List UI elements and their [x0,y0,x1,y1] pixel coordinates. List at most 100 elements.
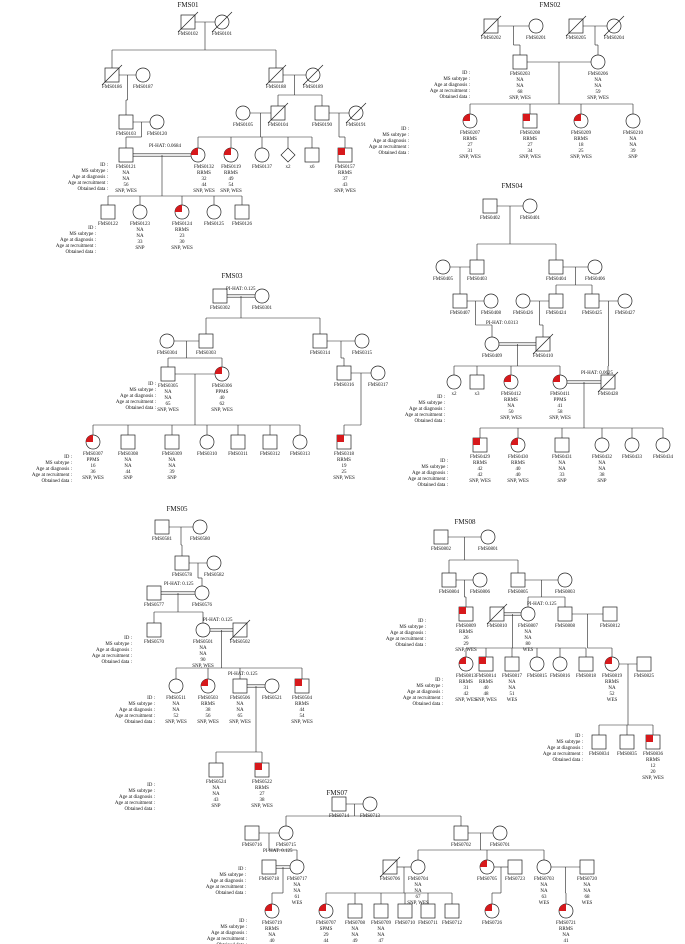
obtained-data: SNP, WES [587,96,609,101]
age-at-diagnosis: NA [236,708,244,713]
person-id: FMS0719 [262,921,283,926]
ms-subtype: NA [629,137,637,142]
legend-label: Obtained data : [215,891,246,896]
age-at-recruitment: 54 [229,183,235,188]
deceased-slash [229,619,251,641]
person-FMS0105 [235,105,251,121]
person-id: FMS0703 [534,877,555,882]
obtained-data: SNP [211,804,220,809]
person-id: FMS0427 [615,311,636,316]
obtained-data: SNP, WES [211,408,233,413]
legend-label: Age at diagnosis : [409,407,445,412]
ms-subtype: NA [516,78,524,83]
age-at-recruitment: 50 [509,410,515,415]
person-id: FMS0817 [502,674,523,679]
male-symbol [619,734,635,750]
person-id: FMS0402 [480,216,501,221]
person-FMS0427 [617,293,633,309]
ms-subtype: NA [594,78,602,83]
person-FMS0836 [645,734,661,750]
obtained-data: SNP, WES [500,416,522,421]
legend-label: Obtained data : [65,250,96,255]
female-symbol [536,859,552,875]
ms-subtype: RRMS [473,461,487,466]
person-FMS0710 [397,903,413,919]
female-symbol [235,105,251,121]
legend-label: ID : [124,636,132,641]
male-symbol [262,434,278,450]
obtained-data: SNP, WES [455,648,477,653]
legend-label: ID : [100,163,108,168]
person-FMS0301 [254,288,270,304]
age-at-diagnosis: 40 [484,686,490,691]
family-title: FMS08 [454,518,476,526]
age-at-recruitment: 42 [478,473,484,478]
pi-hat-label: PI-HAT: 0.125 [527,602,557,607]
legend-label: MS subtype : [443,77,470,82]
person-id: FMS0317 [368,383,389,388]
female-symbol [617,293,633,309]
legend-label: Age at diagnosis : [119,708,155,713]
legend-label: Obtained data : [552,758,583,763]
person-FMS0208 [522,113,538,129]
female-symbol [594,437,610,453]
affected-quadrant [511,438,518,445]
person-id: FMS0706 [380,877,401,882]
deceased-slash [177,11,199,33]
person-id: FMS0814 [476,674,497,679]
obtained-data: WES [507,698,518,703]
person-FMS0411 [552,374,568,390]
person-id: FMS0431 [552,455,573,460]
ms-subtype: RRMS [337,458,351,463]
person-id: FMS0705 [477,877,498,882]
age-at-diagnosis: 19 [342,464,348,469]
male-symbol [602,606,618,622]
person-id: FMS0101 [212,32,233,37]
person-id: FMS0304 [157,351,178,356]
legend-label: ID : [418,619,426,624]
obtained-data: SNP, WES [193,189,215,194]
person-id: FMS0711 [418,921,438,926]
age-at-recruitment: 43 [214,798,220,803]
person-id: FMS0816 [550,674,571,679]
person-FMS0815 [529,656,545,672]
legend-label: Age at recruitment : [543,752,583,757]
male-symbol [160,366,176,382]
ms-subtype: NA [351,927,359,932]
legend-label: Age at diagnosis : [547,746,583,751]
person-id: FMS0126 [232,222,253,227]
deceased-slash [480,15,502,37]
affected-quadrant [459,657,466,664]
person-id: FMS0834 [589,752,610,757]
person-id: FMS0303 [196,351,217,356]
affected-quadrant [338,148,345,155]
male-symbol [164,434,180,450]
female-symbol [199,434,215,450]
affected-quadrant [224,148,231,155]
male-symbol [312,333,328,349]
male-symbol [510,572,526,588]
person-FMS0804 [441,572,457,588]
pi-hat-label: PI-HAT: 0.125 [226,287,256,292]
person-FMS0137 [254,147,270,163]
person-FMS0810 [486,603,508,625]
legend-label: Age at diagnosis : [211,931,247,936]
age-at-diagnosis: NA [608,686,616,691]
person-id: FMS0707 [316,921,337,926]
person-FMS0408 [483,293,499,309]
person-FMS0409 [484,336,500,352]
person-FMS0706 [379,856,401,878]
person-id: FMS0805 [508,590,529,595]
affected-quadrant [605,657,612,664]
person-id: FMS0401 [520,216,541,221]
ms-subtype: RRMS [201,702,215,707]
person-id: FMS0105 [233,123,254,128]
person-FMS0582 [206,555,222,571]
age-at-diagnosis: NA [293,889,301,894]
person-FMS0123 [132,204,148,220]
age-at-recruitment: 68 [585,895,591,900]
age-at-recruitment: 52 [610,692,616,697]
person-FMS0314 [312,333,328,349]
person-FMS0818 [578,656,594,672]
